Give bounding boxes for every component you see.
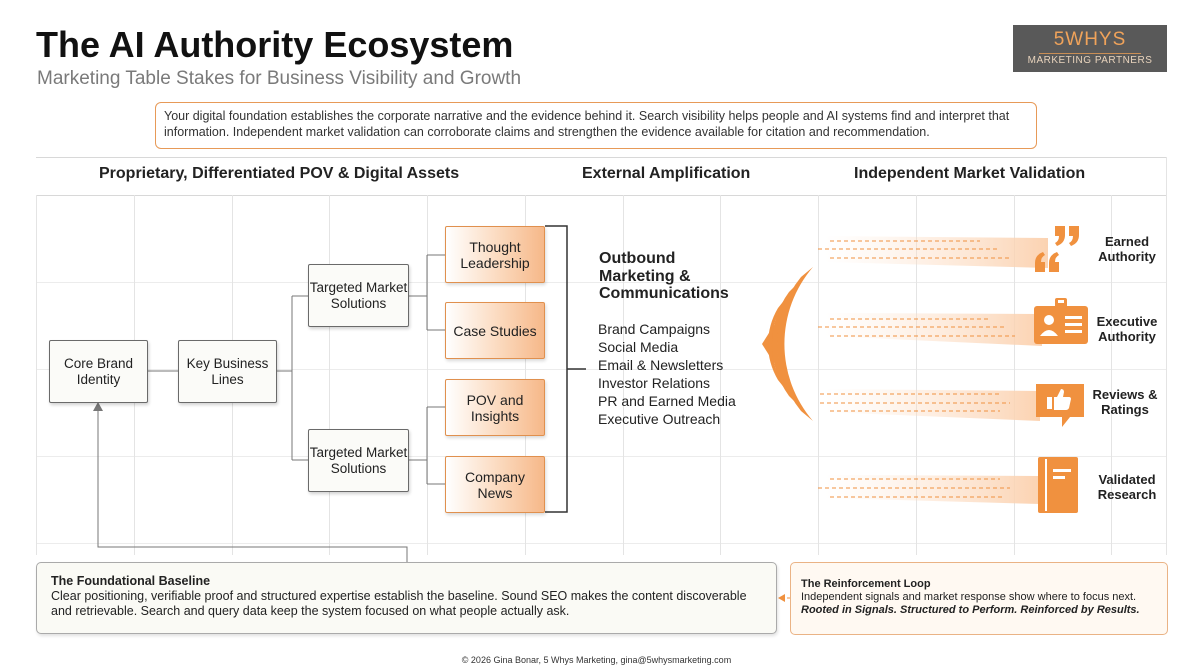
page-subtitle: Marketing Table Stakes for Business Visi… [37,68,522,89]
left-arrowhead [778,594,785,602]
thumbs-up-icon [1036,384,1084,427]
outbound-list: Brand Campaigns Social Media Email & New… [598,320,736,428]
node-core-brand-identity: Core Brand Identity [49,340,148,403]
grid-row-line [36,282,1167,283]
grid-col-line [525,195,526,555]
outbound-item: Investor Relations [598,375,711,391]
loop-title: The Reinforcement Loop [801,578,931,590]
grid-col-line [427,195,428,555]
node-targeted-market-solutions-bottom: Targeted Market Solutions [308,429,409,492]
page-title: The AI Authority Ecosystem [36,24,514,65]
grid-col-line [329,195,330,555]
grid-row-line [36,369,1167,370]
outbound-item: Brand Campaigns [598,321,711,337]
node-pov-insights: POV and Insights [445,379,545,436]
grid-col-line [1166,157,1167,555]
id-badge-icon [1034,298,1088,344]
column-heading-validation: Independent Market Validation [854,165,1086,182]
footer-copyright: © 2026 Gina Bonar, 5 Whys Marketing, gin… [461,655,732,665]
outbound-item: Executive Outreach [598,411,721,427]
logo-name: 5WHYS [1053,29,1127,50]
node-targeted-market-solutions-top: Targeted Market Solutions [308,264,409,327]
validation-label-executive: Executive Authority [1096,314,1158,344]
validation-beams [825,236,1048,504]
column-heading-proprietary: Proprietary, Differentiated POV & Digita… [99,165,460,182]
loop-tagline: Rooted in Signals. Structured to Perform… [801,604,1140,616]
divider-heading [36,195,1167,196]
outbound-item: Social Media [598,339,679,355]
grid-col-line [36,195,37,555]
validation-label-reviews: Reviews & Ratings [1092,387,1158,417]
outbound-item: Email & Newsletters [598,357,724,373]
node-key-business-lines: Key Business Lines [178,340,277,403]
validation-label-research: Validated Research [1097,472,1157,502]
validation-label-earned: Earned Authority [1098,234,1156,264]
logo-tagline: MARKETING PARTNERS [1027,55,1153,66]
bracket [545,225,586,513]
grid-col-line [818,195,819,555]
signal-waves-icon [762,267,813,421]
grid-col-line [1111,195,1112,555]
column-heading-amplification: External Amplification [582,165,751,182]
brand-logo: 5WHYS MARKETING PARTNERS [1013,25,1167,72]
quote-icon [1035,226,1079,272]
foundation-title: The Foundational Baseline [51,574,211,588]
grid-col-line [916,195,917,555]
up-arrowhead [93,402,103,411]
reinforcement-loop-panel: The Reinforcement Loop Independent signa… [790,562,1168,635]
foundation-body: Clear positioning, verifiable proof and … [51,589,747,618]
grid-col-line [623,195,624,555]
outbound-item: PR and Earned Media [598,393,736,409]
grid-row-line [36,456,1167,457]
foundational-baseline-panel: The Foundational Baseline Clear position… [36,562,777,634]
grid-row-line [36,543,1167,544]
intro-callout: Your digital foundation establishes the … [155,102,1037,149]
node-thought-leadership: Thought Leadership [445,226,545,283]
divider-top [36,157,1167,158]
grid-col-line [1014,195,1015,555]
beam-dash-lines [818,240,1015,498]
node-case-studies: Case Studies [445,302,545,359]
connector-lines [97,254,445,562]
outbound-title: Outbound Marketing & Communications [599,250,729,302]
loop-body: Independent signals and market response … [801,591,1137,603]
notebook-icon [1038,457,1078,513]
grid-col-line [720,195,721,555]
node-company-news: Company News [445,456,545,513]
